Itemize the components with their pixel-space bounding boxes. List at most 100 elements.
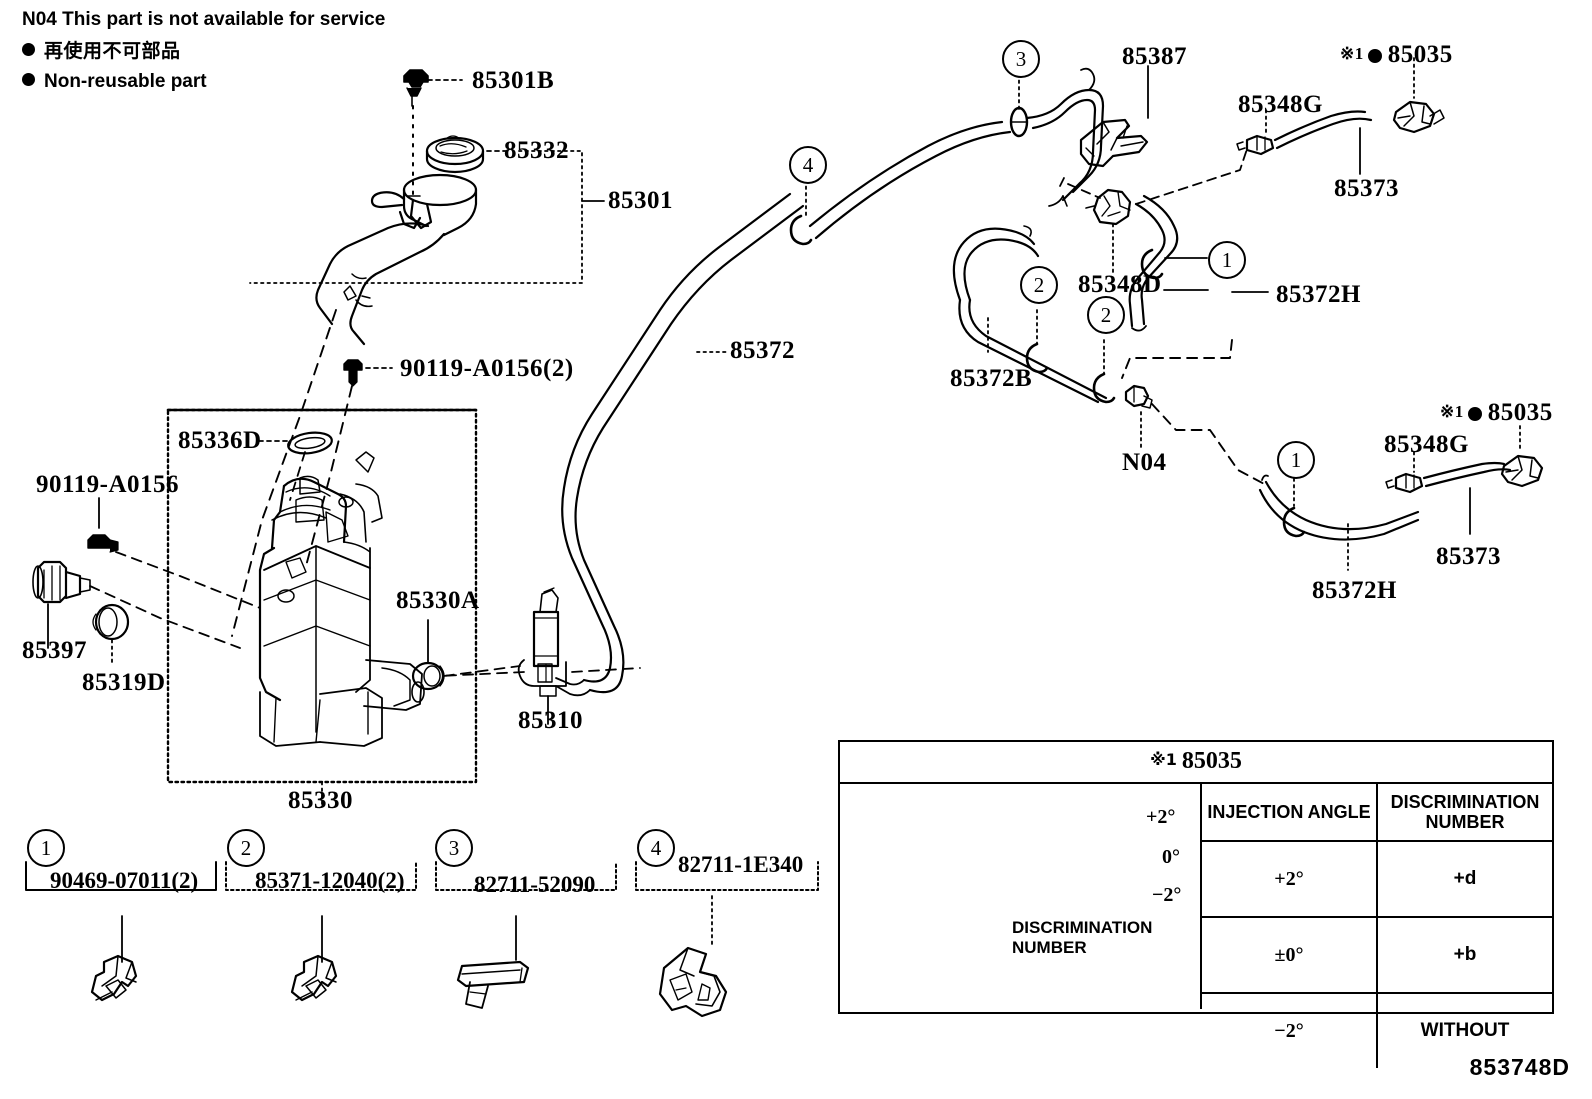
- hose-85372h-lower: [1258, 474, 1420, 541]
- label-85336d: 85336D: [178, 427, 262, 454]
- hose-right-upper: [1025, 67, 1105, 202]
- legend-part-4-shape: [658, 946, 728, 1018]
- inset-title-part: 85035: [1181, 748, 1242, 774]
- part-85348d-shape: [1085, 188, 1132, 226]
- note-nonreusable-jp: 再使用不可部品: [22, 42, 180, 61]
- label-85301: 85301: [608, 187, 673, 214]
- part-n04-joint-shape: [1124, 384, 1153, 409]
- clip-4-shape: [789, 214, 813, 246]
- table-row: +2° +d: [1202, 842, 1552, 918]
- label-85330a: 85330A: [396, 587, 480, 614]
- table-cell-angle: ±0°: [1202, 918, 1378, 992]
- table-row: −2° WITHOUT: [1202, 994, 1552, 1068]
- marker-3: 3: [1002, 40, 1040, 78]
- part-85301-shape: [315, 173, 478, 346]
- legend-part-3-shape: [456, 960, 530, 1009]
- label-85035-lower: 85035: [1487, 399, 1553, 426]
- part-85348g-lower-shape: [1385, 472, 1424, 494]
- part-85373-upper-shape: [1273, 110, 1373, 150]
- inset-angle-minus2: −2°: [1152, 884, 1182, 906]
- label-85301b: 85301B: [472, 67, 555, 94]
- label-85330: 85330: [288, 787, 353, 814]
- clip-1-upper-shape: [1140, 248, 1164, 280]
- part-85372b-hose: [952, 225, 1108, 404]
- part-85035-upper-shape: [1392, 100, 1445, 134]
- label-85373-lower: 85373: [1436, 543, 1501, 570]
- label-85373-upper: 85373: [1334, 175, 1399, 202]
- table-cell-angle: −2°: [1202, 994, 1378, 1068]
- label-85397: 85397: [22, 637, 87, 664]
- legend-part-1-label: 90469-07011(2): [50, 868, 199, 893]
- label-85348g-upper: 85348G: [1238, 91, 1323, 118]
- marker-2-upper: 2: [1020, 266, 1058, 304]
- part-85397-shape: [32, 560, 91, 604]
- part-85373-lower-shape: [1422, 461, 1512, 488]
- label-85372b: 85372B: [950, 365, 1033, 392]
- legend-part-4-label: 82711-1E340: [678, 852, 804, 877]
- part-85387-shape: [1079, 118, 1149, 168]
- label-90119-a0156-2: 90119-A0156(2): [400, 355, 574, 382]
- label-85372: 85372: [730, 337, 795, 364]
- label-85387: 85387: [1122, 43, 1187, 70]
- table-header-discrimination-number: DISCRIMINATION NUMBER: [1390, 791, 1540, 832]
- legend-marker-4: 4: [637, 829, 675, 867]
- part-85310-shape: [517, 587, 567, 697]
- part-85332-shape: [425, 135, 485, 174]
- table-cell-discrimination: +b: [1453, 944, 1477, 966]
- filled-circle-icon: [1367, 49, 1382, 63]
- table-row: ±0° +b: [1202, 918, 1552, 994]
- clip-2-lower-shape: [1092, 372, 1116, 404]
- clip-3-shape: [1009, 106, 1029, 138]
- label-85372h-lower: 85372H: [1312, 577, 1397, 604]
- asterisk-mark-1: ※1: [1150, 750, 1177, 769]
- label-85372h-upper: 85372H: [1276, 281, 1361, 308]
- part-85372-hose: [555, 192, 805, 697]
- note-n04: N04 This part is not available for servi…: [22, 9, 386, 30]
- table-cell-angle: +2°: [1202, 842, 1378, 916]
- legend-part-3-label: 82711-52090: [474, 872, 596, 897]
- legend-marker-2: 2: [227, 829, 265, 867]
- filled-circle-icon: [1467, 407, 1482, 421]
- inset-table: INJECTION ANGLE DISCRIMINATION NUMBER +2…: [1202, 784, 1552, 1068]
- legend-part-2-label: 85371-12040(2): [255, 868, 405, 893]
- table-cell-discrimination: +d: [1453, 868, 1477, 890]
- marker-1-lower: 1: [1277, 441, 1315, 479]
- part-90119-a0156-shape: [87, 534, 119, 553]
- label-85035-upper: 85035: [1387, 41, 1453, 68]
- part-85330-shape: [258, 451, 425, 747]
- legend-part-1-shape: [90, 954, 138, 1002]
- part-85348g-upper-shape: [1236, 134, 1275, 156]
- part-85035-lower-shape: [1500, 454, 1544, 488]
- label-85348d: 85348D: [1078, 271, 1162, 298]
- part-85330a-shape: [411, 661, 445, 691]
- drawing-number: 853748D: [1469, 1054, 1570, 1080]
- label-n04: N04: [1122, 449, 1167, 476]
- legend-marker-3: 3: [435, 829, 473, 867]
- asterisk-mark-1: ※1: [1340, 44, 1364, 63]
- clip-2-upper-shape: [1025, 342, 1049, 374]
- marker-4: 4: [789, 146, 827, 184]
- inset-illustration-area: DISCRIMINATION NUMBER +2° 0° −2°: [840, 784, 1202, 1009]
- part-85301b-shape: [403, 69, 429, 107]
- legend-part-2-shape: [290, 954, 338, 1002]
- inset-callout-discrimination-number: DISCRIMINATION NUMBER: [1012, 918, 1153, 957]
- marker-2-lower: 2: [1087, 296, 1125, 334]
- filled-circle-icon: [22, 43, 35, 56]
- hose-85372-upper: [808, 120, 1012, 240]
- asterisk-mark-1: ※1: [1440, 402, 1464, 421]
- filled-circle-icon: [22, 73, 35, 86]
- inset-angle-plus2: +2°: [1146, 806, 1176, 828]
- label-85035-upper-group: ※1 85035: [1340, 42, 1453, 67]
- marker-1-upper: 1: [1208, 241, 1246, 279]
- clip-1-lower-shape: [1282, 506, 1306, 538]
- part-90119-a0156-2-shape: [343, 359, 363, 387]
- label-85319d: 85319D: [82, 669, 166, 696]
- inset-angle-zero: 0°: [1162, 846, 1180, 868]
- table-header-injection-angle: INJECTION ANGLE: [1202, 784, 1378, 840]
- label-90119-a0156: 90119-A0156: [36, 471, 179, 498]
- legend-marker-1: 1: [27, 829, 65, 867]
- table-cell-discrimination: WITHOUT: [1420, 1020, 1510, 1042]
